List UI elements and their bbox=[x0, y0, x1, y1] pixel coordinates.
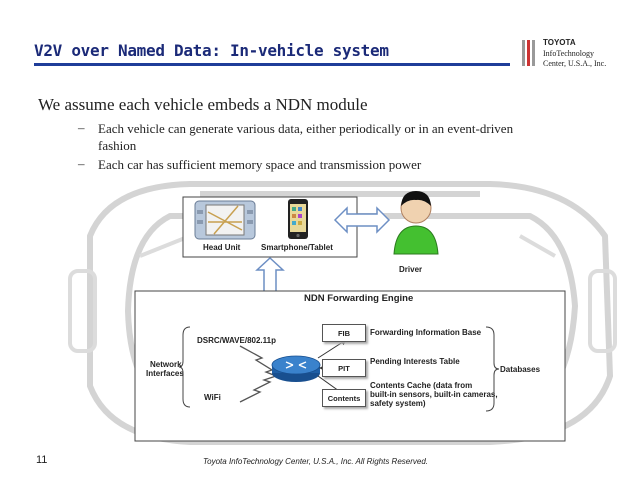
smartphone-label: Smartphone/Tablet bbox=[261, 243, 333, 252]
databases-brace-icon bbox=[485, 326, 500, 412]
slide-title: V2V over Named Data: In-vehicle system bbox=[34, 41, 389, 60]
bullet-1-line-2: fashion bbox=[98, 138, 137, 153]
head-unit-icon bbox=[194, 200, 256, 240]
wifi-label: WiFi bbox=[204, 393, 221, 402]
bullet-1-line-1: Each vehicle can generate various data, … bbox=[98, 121, 514, 136]
fib-description: Forwarding Information Base bbox=[370, 328, 482, 337]
bullet-1: – Each vehicle can generate various data… bbox=[78, 120, 618, 154]
intro-text: We assume each vehicle embeds a NDN modu… bbox=[38, 95, 368, 114]
company-logo: TOYOTA InfoTechnology Center, U.S.A., In… bbox=[519, 36, 629, 72]
contents-description-line-3: safety system) bbox=[370, 399, 426, 408]
databases-label: Databases bbox=[500, 365, 541, 374]
logo-line-2: InfoTechnology bbox=[543, 49, 594, 58]
bullet-dash: – bbox=[78, 156, 85, 171]
network-interfaces-label-2: Interfaces bbox=[146, 369, 184, 378]
smartphone-icon bbox=[288, 199, 308, 239]
page-number: 11 bbox=[36, 454, 48, 466]
bullet-2-line-1: Each car has sufficient memory space and… bbox=[98, 157, 422, 172]
head-unit-label: Head Unit bbox=[203, 243, 241, 252]
router-icon bbox=[271, 355, 321, 382]
contents-description-line-1: Contents Cache (data from bbox=[370, 381, 473, 390]
bullet-dash: – bbox=[78, 120, 85, 135]
driver-label: Driver bbox=[399, 265, 423, 274]
toyota-emblem-icon bbox=[522, 40, 535, 66]
title-underline bbox=[34, 63, 510, 66]
wireless-link-icons bbox=[239, 345, 277, 403]
contents-table: Contents bbox=[322, 389, 366, 407]
pit-table: PIT bbox=[322, 359, 366, 377]
logo-line-1: TOYOTA bbox=[543, 38, 576, 47]
network-interfaces-label-1: Network bbox=[150, 360, 182, 369]
bullet-2: – Each car has sufficient memory space a… bbox=[78, 156, 618, 174]
footer-copyright: Toyota InfoTechnology Center, U.S.A., In… bbox=[203, 457, 429, 466]
contents-description: Contents Cache (data from built-in senso… bbox=[370, 381, 498, 408]
driver-icon bbox=[393, 191, 439, 255]
logo-line-3: Center, U.S.A., Inc. bbox=[543, 59, 607, 68]
dsrc-label: DSRC/WAVE/802.11p bbox=[197, 336, 276, 345]
network-interfaces-brace-icon bbox=[178, 326, 191, 408]
fib-table: FIB bbox=[322, 324, 366, 342]
engine-title: NDN Forwarding Engine bbox=[304, 293, 414, 304]
contents-description-line-2: built-in sensors, built-in cameras, bbox=[370, 390, 498, 399]
panel-driver-double-arrow-icon bbox=[333, 206, 391, 234]
pit-description: Pending Interests Table bbox=[370, 357, 460, 366]
